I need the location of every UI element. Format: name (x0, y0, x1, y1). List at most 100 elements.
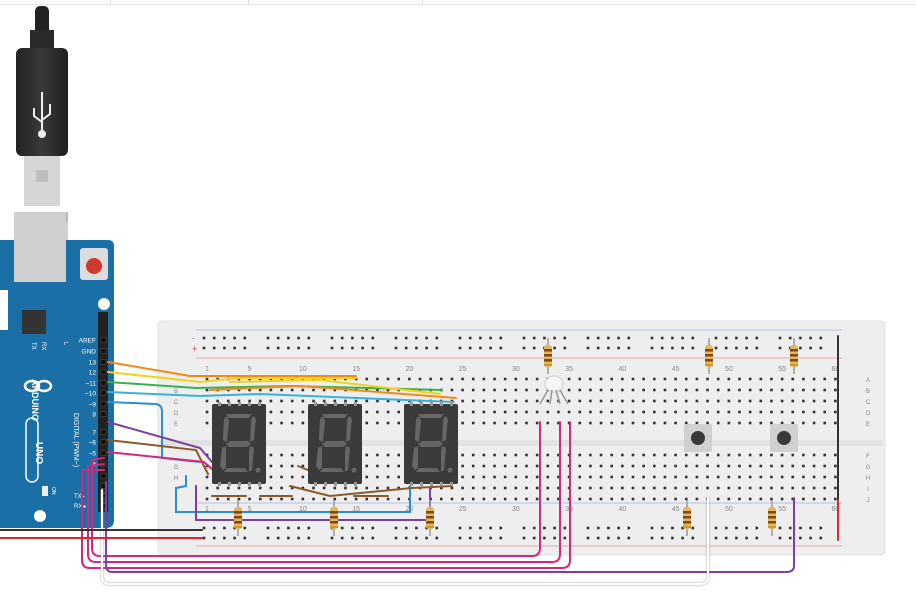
breadboard[interactable]: - + 115510101515202025253030353540404545… (157, 320, 886, 556)
wire-green-11[interactable] (107, 381, 443, 391)
resistor[interactable] (705, 338, 713, 374)
wire-white-button[interactable] (101, 489, 709, 585)
pin-label: AREF (79, 338, 96, 345)
column-number: 20 (405, 366, 413, 373)
wire-orange-13[interactable] (107, 361, 357, 377)
segment (226, 441, 251, 447)
decimal-point (351, 467, 357, 473)
row-letter: F (866, 454, 870, 460)
infinity-logo-icon (23, 379, 53, 393)
pin-label: 8 (92, 412, 96, 419)
row-letter: G (866, 465, 871, 471)
mount-hole-top (98, 298, 110, 310)
uno-label: UNO (33, 442, 44, 464)
row-letter: G (174, 465, 179, 471)
wire-orange-2[interactable] (209, 384, 457, 399)
resistor[interactable] (426, 500, 434, 536)
wire-purple-8[interactable] (107, 421, 213, 463)
on-led (42, 486, 48, 496)
pin-label: GND (82, 349, 97, 356)
reset-button[interactable] (86, 258, 102, 274)
segment (320, 468, 344, 472)
column-number: 30 (512, 506, 520, 513)
board-cutout (0, 290, 8, 330)
pin-label: ~6 (89, 440, 97, 447)
seven-segment-displays[interactable] (212, 402, 458, 486)
column-number: 45 (672, 366, 680, 373)
segment (412, 446, 418, 470)
segment (319, 416, 325, 442)
arduino-uno[interactable]: UNO ARDUINO TX RX L ON DIGITAL (PWM~) TX… (0, 212, 114, 528)
column-number: 5 (248, 506, 252, 513)
seven-segment-display[interactable] (212, 402, 266, 486)
column-number: 5 (248, 366, 252, 373)
row-letter: E (174, 422, 178, 428)
breadboard-holes[interactable] (202, 336, 837, 540)
digital-pwm-label: DIGITAL (PWM~) (72, 413, 79, 467)
toolbar-tab-1[interactable] (0, 0, 111, 4)
decimal-point (447, 467, 453, 473)
toolbar-tab-2[interactable] (110, 0, 249, 4)
wires[interactable] (0, 335, 839, 585)
column-number: 1 (205, 366, 209, 373)
column-number: 15 (352, 366, 360, 373)
row-letter: D (174, 411, 179, 417)
breadboard-center-channel (160, 440, 883, 446)
wire-brown-6[interactable] (107, 439, 209, 475)
segment (442, 416, 448, 442)
uno-badge (25, 417, 39, 483)
column-number: 60 (831, 506, 839, 513)
tx-led-label: TX (30, 342, 36, 350)
seven-segment-display[interactable] (308, 402, 362, 486)
wire-magenta-rgb-1[interactable] (91, 421, 541, 557)
segment (316, 446, 322, 470)
top-toolbar (0, 0, 916, 5)
column-number: 55 (778, 366, 786, 373)
wire-cyan-10[interactable] (107, 391, 455, 403)
wire-brown-2[interactable] (289, 485, 453, 498)
row-letter: B (174, 389, 178, 395)
column-number: 40 (618, 366, 626, 373)
column-number: 30 (512, 366, 520, 373)
wire-yellow-2[interactable] (229, 378, 441, 395)
wire-blue-7[interactable] (175, 475, 411, 513)
pin-label: ~11 (85, 381, 96, 388)
row-letter: H (866, 476, 870, 482)
row-letter: H (174, 476, 178, 482)
column-number: 60 (831, 366, 839, 373)
segment (416, 468, 440, 472)
arduino-brand-label: ARDUINO (30, 379, 40, 421)
column-number: 40 (618, 506, 626, 513)
resistor[interactable] (768, 500, 776, 536)
wire-magenta-rgb-3[interactable] (81, 421, 571, 569)
wire-blue-9[interactable] (107, 401, 201, 463)
column-number: 15 (352, 506, 360, 513)
column-number: 25 (459, 506, 467, 513)
resistor[interactable] (683, 500, 691, 536)
wire-magenta-rgb-2[interactable] (87, 421, 561, 563)
pin-label: ~10 (85, 391, 96, 398)
rx-led-label: RX (40, 342, 46, 350)
pushbutton-2[interactable] (770, 424, 798, 452)
usb-icon (33, 92, 51, 138)
resistor[interactable] (330, 500, 338, 536)
resistor[interactable] (790, 338, 798, 374)
row-letter: D (866, 411, 871, 417)
resistors[interactable] (234, 338, 798, 536)
wire-purple-button[interactable] (105, 481, 795, 573)
pushbutton-1[interactable] (684, 424, 712, 452)
pin-label: 7 (92, 430, 96, 437)
resistor[interactable] (234, 500, 242, 536)
mount-hole-bottom (34, 510, 46, 522)
rgb-led[interactable] (539, 375, 569, 405)
segment (249, 446, 254, 472)
usb-jack (14, 212, 66, 282)
toolbar-tab-3[interactable] (248, 0, 423, 4)
pin-label: 12 (89, 370, 97, 377)
seven-segment-display[interactable] (404, 402, 458, 486)
wire-yellow-12[interactable] (107, 371, 357, 384)
tx-pin-label: TX▸ (74, 494, 85, 500)
column-number: 10 (299, 366, 307, 373)
resistor[interactable] (544, 338, 552, 374)
